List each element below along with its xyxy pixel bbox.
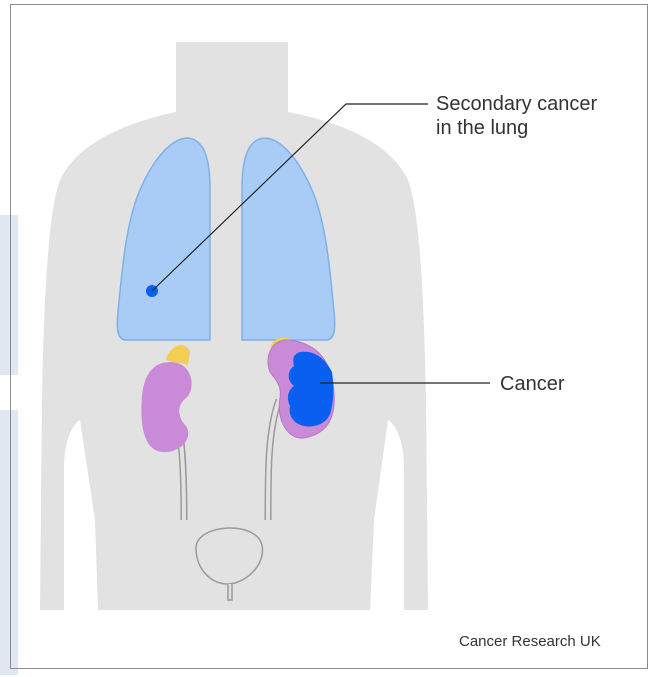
urethra-icon (228, 584, 232, 600)
secondary-cancer-label: Secondary cancer in the lung (436, 92, 597, 140)
body-silhouette-icon (40, 42, 428, 610)
secondary-cancer-label-line2: in the lung (436, 116, 597, 140)
cancer-label: Cancer (500, 372, 564, 396)
image-credit: Cancer Research UK (459, 633, 601, 651)
secondary-cancer-label-line1: Secondary cancer (436, 92, 597, 116)
